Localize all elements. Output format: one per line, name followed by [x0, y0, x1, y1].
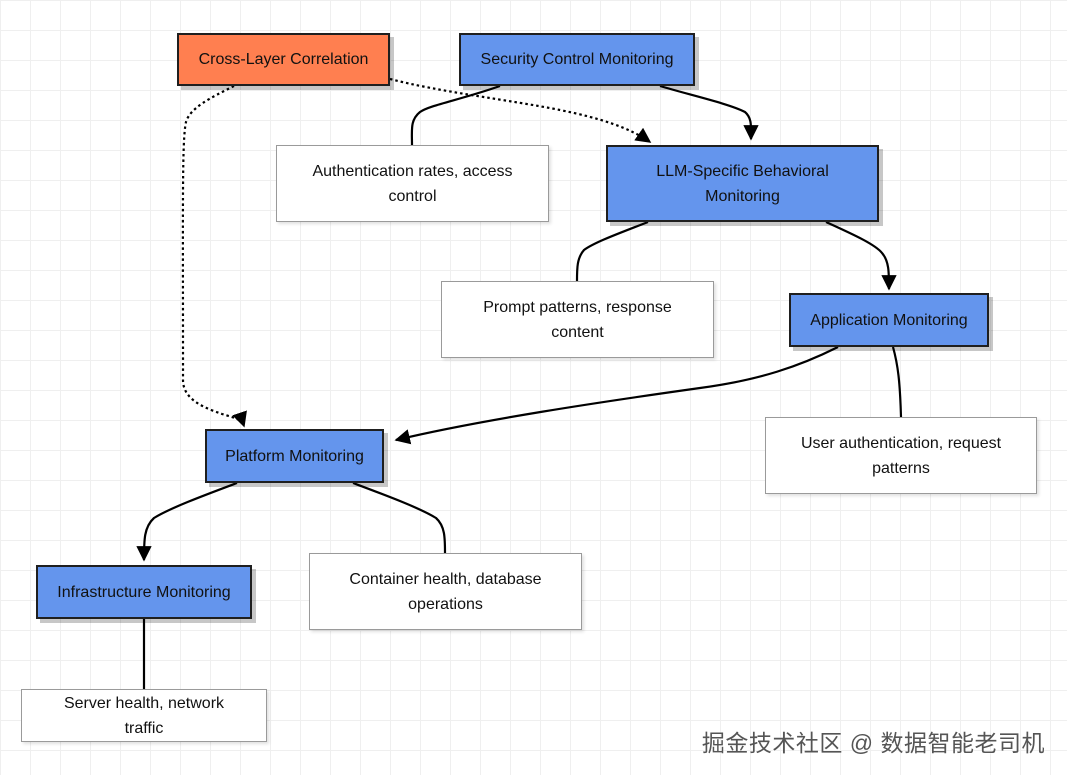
edge-security-to-llm: [659, 84, 759, 141]
edge-application-to-platform: [394, 346, 839, 445]
edge-llm-to-application: [825, 221, 897, 291]
edge-platform-to-infrastructure: [136, 481, 238, 562]
edge-crosslayer-to-platform-dotted: [181, 85, 247, 428]
cross-layer-correlation-label: Cross-Layer Correlation: [198, 51, 369, 68]
prompt-patterns-detail-node: Prompt patterns, response content: [441, 281, 714, 358]
watermark-text: 掘金技术社区 @ 数据智能老司机: [701, 730, 1045, 756]
llm-behavioral-monitoring-node: LLM-Specific Behavioral Monitoring: [606, 145, 879, 222]
security-control-monitoring-node: Security Control Monitoring: [459, 33, 695, 86]
cross-layer-correlation-node: Cross-Layer Correlation: [177, 33, 390, 86]
edge-llm-to-prompt-detail: [575, 220, 649, 282]
user-auth-detail-node: User authentication, request patterns: [765, 417, 1037, 494]
container-health-detail-node: Container health, database operations: [309, 553, 582, 630]
server-health-detail-node: Server health, network traffic: [21, 689, 267, 742]
authentication-detail-label: Authentication rates, access control: [312, 162, 513, 205]
authentication-detail-node: Authentication rates, access control: [276, 145, 549, 222]
infrastructure-monitoring-node: Infrastructure Monitoring: [36, 565, 252, 619]
llm-behavioral-monitoring-label: LLM-Specific Behavioral Monitoring: [656, 162, 829, 205]
edge-crosslayer-to-llm-dotted: [389, 77, 652, 143]
edge-platform-to-container-detail: [352, 481, 447, 554]
platform-monitoring-node: Platform Monitoring: [205, 429, 384, 483]
prompt-patterns-detail-label: Prompt patterns, response content: [483, 298, 672, 341]
server-health-detail-label: Server health, network traffic: [63, 694, 225, 737]
application-monitoring-node: Application Monitoring: [789, 293, 989, 347]
application-monitoring-label: Application Monitoring: [810, 311, 968, 329]
user-auth-detail-label: User authentication, request patterns: [800, 434, 1002, 477]
security-control-monitoring-label: Security Control Monitoring: [480, 51, 674, 68]
edge-security-to-auth-detail: [410, 84, 501, 146]
platform-monitoring-label: Platform Monitoring: [225, 447, 364, 465]
edge-application-to-user-auth-detail: [891, 346, 903, 418]
infrastructure-monitoring-label: Infrastructure Monitoring: [57, 583, 231, 601]
container-health-detail-label: Container health, database operations: [349, 570, 542, 613]
